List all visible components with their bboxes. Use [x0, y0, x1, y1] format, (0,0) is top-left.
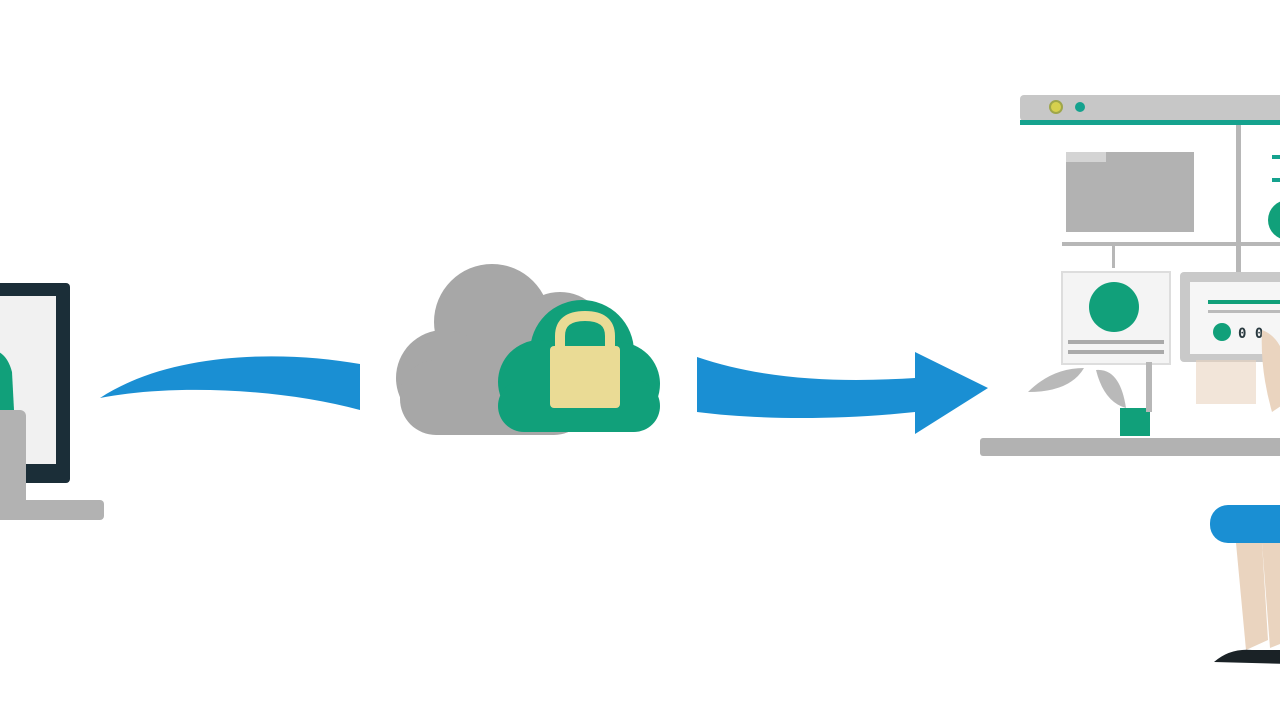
secure-cloud-group	[396, 264, 660, 435]
browser-top-bar	[1020, 95, 1280, 121]
inner-monitor-header-line	[1208, 300, 1280, 304]
person-torso-chair	[1210, 505, 1280, 543]
browser-dot-teal	[1075, 102, 1085, 112]
desktop-monitor-icon	[0, 283, 104, 520]
download-arrow-right	[697, 352, 988, 434]
plant-leaf-left	[1028, 368, 1084, 392]
image-placeholder-highlight	[1066, 152, 1106, 162]
padlock-body	[550, 346, 620, 408]
person-arm	[1261, 330, 1280, 412]
person-leg	[1236, 543, 1268, 650]
inner-monitor-green-dot	[1213, 323, 1231, 341]
browser-dot-yellow	[1049, 100, 1063, 114]
plant-stand	[1146, 362, 1152, 412]
workstation-browser-icon: 0 0	[980, 95, 1280, 456]
side-green-dot	[1268, 201, 1280, 239]
profile-avatar	[1089, 282, 1139, 332]
desk-surface	[980, 438, 1280, 456]
monitor-base	[0, 500, 104, 520]
plant-leaf-right	[1096, 369, 1126, 408]
browser-accent-line	[1020, 120, 1280, 125]
divider-tick	[1112, 242, 1115, 268]
padlock-icon	[550, 310, 620, 408]
upload-swoosh-left	[100, 356, 360, 410]
profile-text-line-1	[1068, 340, 1164, 344]
person-shoe	[1214, 649, 1280, 664]
image-placeholder	[1066, 152, 1194, 232]
seated-person-icon	[1210, 330, 1280, 664]
inner-monitor-gray-line	[1208, 310, 1280, 313]
side-line-2	[1272, 178, 1280, 182]
side-line-1	[1272, 155, 1280, 159]
plant-pot	[1120, 408, 1150, 436]
monitor-screen-green-shape	[0, 352, 14, 410]
divider-line	[1062, 242, 1280, 246]
profile-text-line-2	[1068, 350, 1164, 354]
inner-monitor-glyphs: 0 0	[1238, 326, 1263, 342]
monitor-stand-column	[0, 410, 26, 520]
frame-pole	[1236, 125, 1241, 285]
desk-leg-shadow	[1196, 360, 1256, 404]
person-leg-2	[1262, 543, 1280, 648]
padlock-shackle	[555, 310, 615, 355]
